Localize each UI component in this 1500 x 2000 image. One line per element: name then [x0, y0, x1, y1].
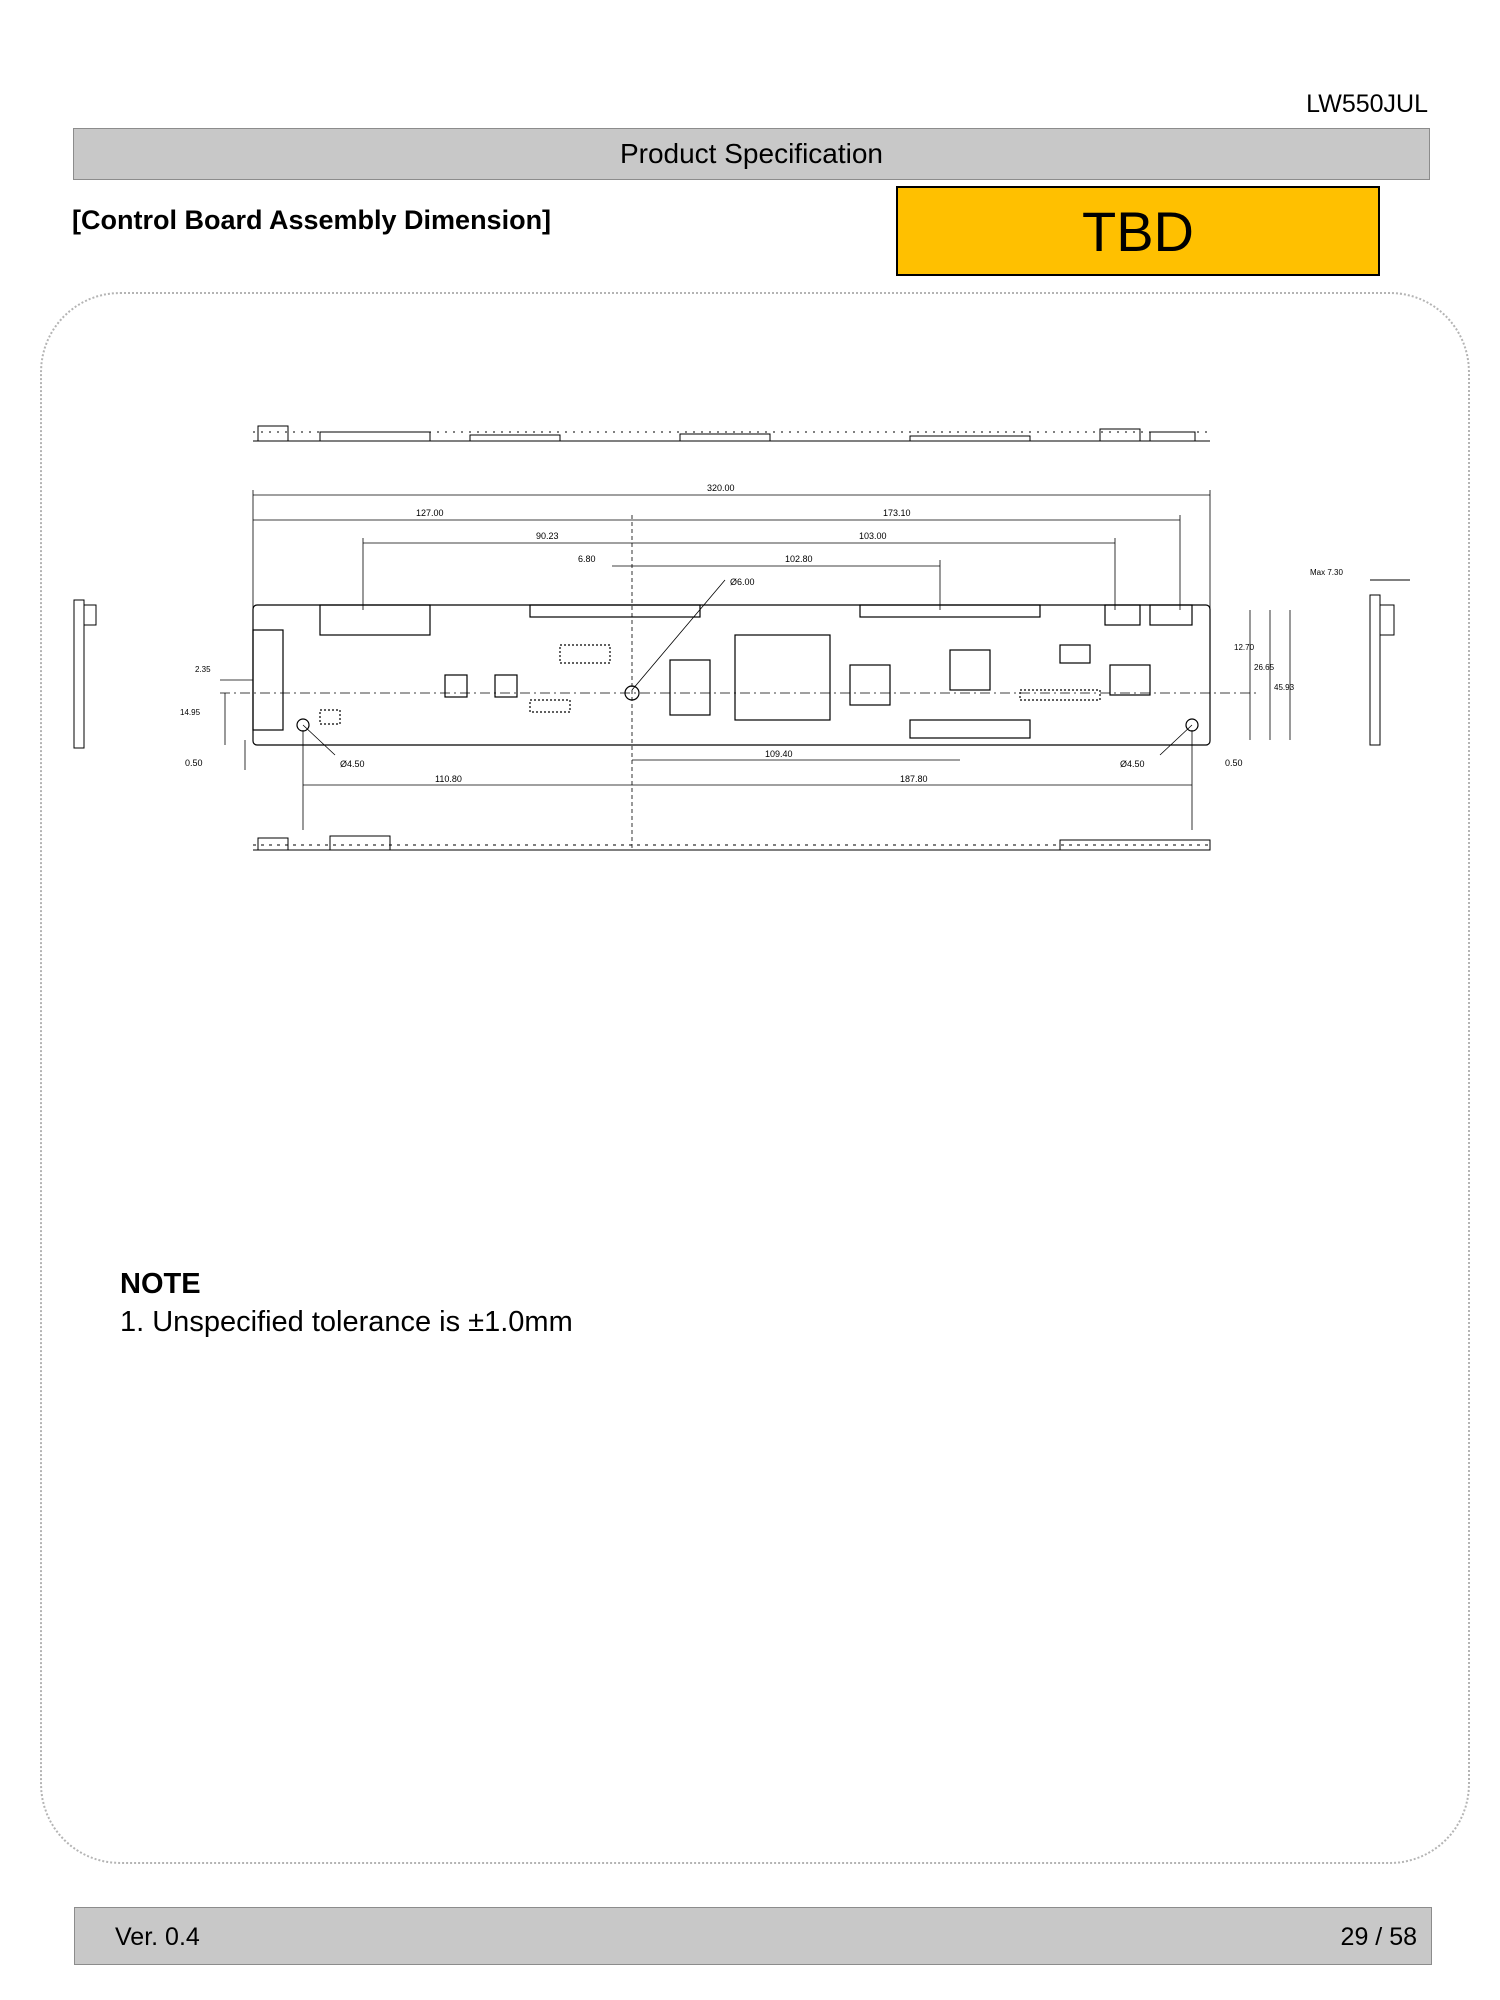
dim-90: 90.23 — [536, 531, 559, 541]
control-board-drawing: 320.00 127.00 173.10 90.23 103.00 6.80 1… — [73, 425, 1410, 851]
right-end-view — [1369, 579, 1410, 746]
footer-bar: Ver. 0.4 29 / 58 — [74, 1907, 1432, 1965]
top-dimensions — [252, 490, 1211, 850]
page-title-bar: Product Specification — [73, 128, 1430, 180]
note-title: NOTE — [120, 1268, 201, 1300]
model-number: LW550JUL — [1306, 90, 1428, 118]
dim-102: 102.80 — [785, 554, 813, 564]
dim-14-95: 14.95 — [180, 708, 201, 717]
dim-127: 127.00 — [416, 508, 444, 518]
status-badge: TBD — [896, 186, 1380, 276]
note-text: 1. Unspecified tolerance is ±1.0mm — [120, 1306, 573, 1338]
dim-103: 103.00 — [859, 531, 887, 541]
dim-187: 187.80 — [900, 774, 928, 784]
dim-hole-dia: Ø6.00 — [730, 577, 755, 587]
left-end-view — [73, 599, 97, 749]
dim-6-80: 6.80 — [578, 554, 596, 564]
dim-hole-left: Ø4.50 — [340, 759, 365, 769]
version-label: Ver. 0.4 — [115, 1923, 200, 1951]
dim-110: 110.80 — [435, 774, 462, 784]
page-number: 29 / 58 — [1340, 1923, 1417, 1951]
dim-12-70: 12.70 — [1234, 643, 1255, 652]
dim-2-35: 2.35 — [195, 665, 211, 674]
dim-26-65: 26.65 — [1254, 663, 1275, 672]
page-title: Product Specification — [619, 138, 884, 169]
board-top-view — [220, 604, 1260, 746]
section-title: [Control Board Assembly Dimension] — [72, 205, 552, 235]
bottom-dimensions — [220, 610, 1291, 830]
dim-hole-right: Ø4.50 — [1120, 759, 1145, 769]
drawing-frame — [40, 292, 1470, 1864]
bottom-side-view — [253, 835, 1211, 851]
dim-0-50-right: 0.50 — [1225, 758, 1243, 768]
dim-overall: 320.00 — [707, 483, 735, 493]
dim-109: 109.40 — [765, 749, 793, 759]
dim-173: 173.10 — [883, 508, 911, 518]
dim-45-93: 45.93 — [1274, 683, 1295, 692]
top-side-view — [253, 425, 1210, 442]
dim-max-thickness: Max 7.30 — [1310, 568, 1343, 577]
dim-0-50-left: 0.50 — [185, 758, 203, 768]
